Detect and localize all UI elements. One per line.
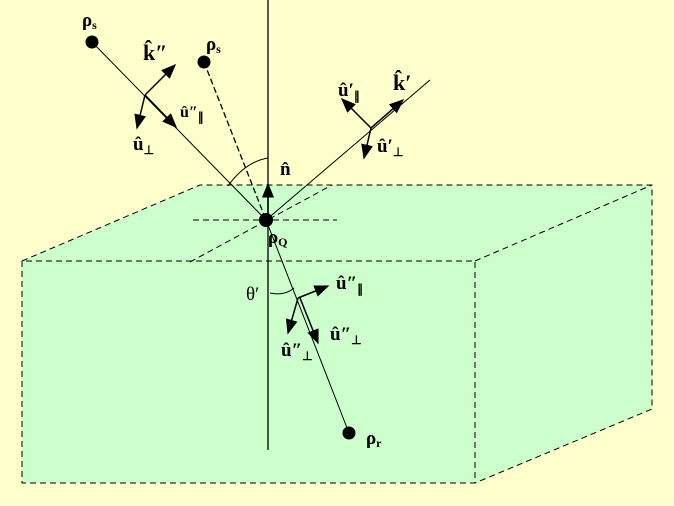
label-u-par-inc: û″∥ — [180, 104, 204, 124]
vectors — [134, 63, 405, 345]
u-perp-inc-arrow — [134, 94, 147, 130]
transmitted-ray — [265, 219, 350, 434]
k-inc-arrow — [144, 63, 177, 96]
points — [85, 35, 356, 440]
label-rho-q: ρQ — [268, 227, 288, 249]
reflection-point — [259, 213, 273, 227]
u-perp-tr-arrow-b — [299, 297, 319, 345]
label-u-perp-inc: û⊥ — [133, 134, 154, 157]
theta-arc — [269, 287, 295, 295]
label-u-par-ref: û′∥ — [338, 80, 360, 103]
image-point — [197, 55, 211, 69]
label-u-par-tr: û″∥ — [336, 273, 363, 296]
label-rho-s: ρs — [82, 10, 97, 32]
u-perp-tr-arrow-a — [285, 297, 299, 335]
u-perp-ref-arrow — [361, 127, 373, 160]
label-u-perp-tr-b: û″⊥ — [330, 324, 362, 347]
u-par-inc-arrow — [144, 94, 178, 129]
label-rho-r: ρr — [366, 428, 382, 450]
label-rho-s-image: ρs — [206, 34, 221, 56]
u-par-ref-arrow — [340, 97, 372, 129]
label-theta: θ′ — [246, 284, 259, 305]
receiver-point — [342, 426, 356, 440]
incident-ray — [91, 41, 267, 221]
label-n: n̂ — [280, 159, 291, 180]
label-k-inc: k̂″ — [143, 40, 167, 65]
label-u-perp-ref: û′⊥ — [377, 136, 403, 159]
label-k-ref: k̂′ — [393, 70, 411, 95]
label-u-perp-tr-a: û″⊥ — [281, 340, 313, 363]
k-ref-arrow — [370, 99, 405, 129]
u-par-tr-arrow — [297, 285, 330, 299]
incidence-angle-arc — [227, 157, 269, 187]
image-ray — [203, 61, 267, 221]
source-point — [85, 35, 99, 49]
